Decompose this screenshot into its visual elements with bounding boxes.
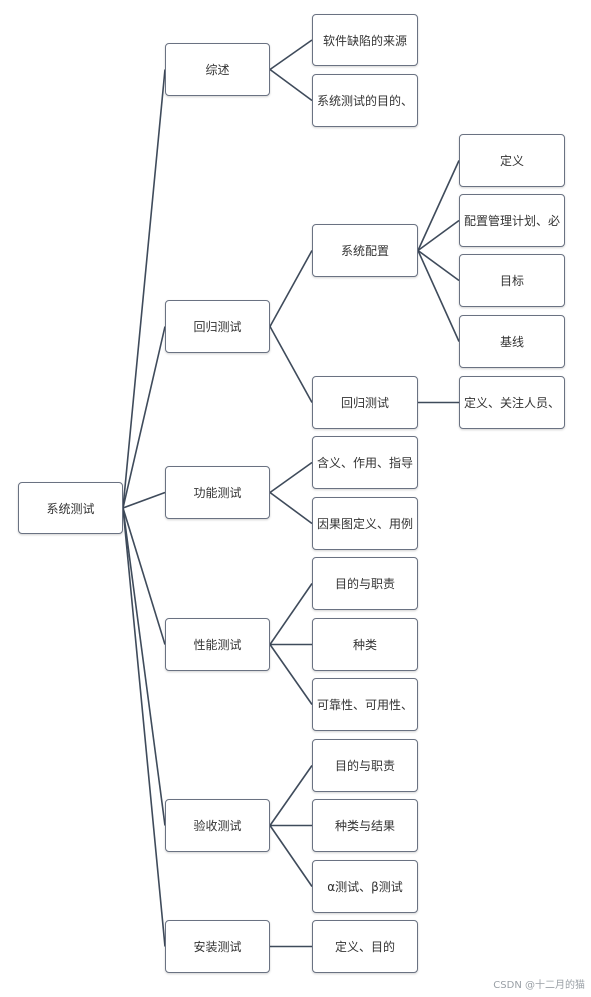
connector-18	[269, 583, 313, 645]
node-installation[interactable]: 安装测试	[165, 920, 270, 973]
connector-20	[269, 644, 313, 705]
node-functional[interactable]: 功能测试	[165, 466, 270, 519]
node-config-child-2[interactable]: 配置管理计划、必	[459, 194, 565, 247]
node-performance-child-1[interactable]: 目的与职责	[312, 557, 418, 610]
connector-11	[417, 160, 460, 251]
watermark: CSDN @十二月的猫	[493, 980, 585, 991]
connector-2	[122, 326, 166, 509]
node-overview-child-1[interactable]: 软件缺陷的来源	[312, 14, 418, 66]
node-overview[interactable]: 综述	[165, 43, 270, 96]
connector-5	[122, 507, 166, 826]
node-acceptance[interactable]: 验收测试	[165, 799, 270, 852]
node-root[interactable]: 系统测试	[18, 482, 123, 534]
node-overview-child-2[interactable]: 系统测试的目的、	[312, 74, 418, 127]
node-functional-child-1[interactable]: 含义、作用、指导	[312, 436, 418, 489]
connector-7	[269, 39, 313, 71]
node-regression-test[interactable]: 回归测试	[312, 376, 418, 429]
node-regtest-child-1[interactable]: 定义、关注人员、	[459, 376, 565, 429]
connector-6	[122, 507, 166, 947]
node-functional-child-2[interactable]: 因果图定义、用例	[312, 497, 418, 550]
node-config-child-3[interactable]: 目标	[459, 254, 565, 307]
connector-16	[269, 461, 313, 494]
connector-8	[269, 68, 313, 102]
node-regression[interactable]: 回归测试	[165, 300, 270, 353]
node-acceptance-child-1[interactable]: 目的与职责	[312, 739, 418, 792]
node-performance-child-2[interactable]: 种类	[312, 618, 418, 671]
connector-14	[417, 250, 460, 342]
connector-10	[269, 326, 313, 403]
connector-1	[122, 69, 166, 509]
connector-3	[122, 491, 166, 509]
node-installation-child-1[interactable]: 定义、目的	[312, 920, 418, 973]
node-acceptance-child-2[interactable]: 种类与结果	[312, 799, 418, 852]
connector-4	[122, 507, 166, 645]
connector-12	[417, 219, 460, 252]
connector-21	[269, 765, 313, 826]
node-performance[interactable]: 性能测试	[165, 618, 270, 671]
node-system-config[interactable]: 系统配置	[312, 224, 418, 277]
connector-17	[269, 491, 313, 525]
node-acceptance-child-3[interactable]: α测试、β测试	[312, 860, 418, 913]
node-performance-child-3[interactable]: 可靠性、可用性、	[312, 678, 418, 731]
connector-23	[269, 825, 313, 887]
connector-13	[417, 249, 460, 282]
node-config-child-4[interactable]: 基线	[459, 315, 565, 368]
connector-9	[269, 250, 313, 327]
node-config-child-1[interactable]: 定义	[459, 134, 565, 187]
